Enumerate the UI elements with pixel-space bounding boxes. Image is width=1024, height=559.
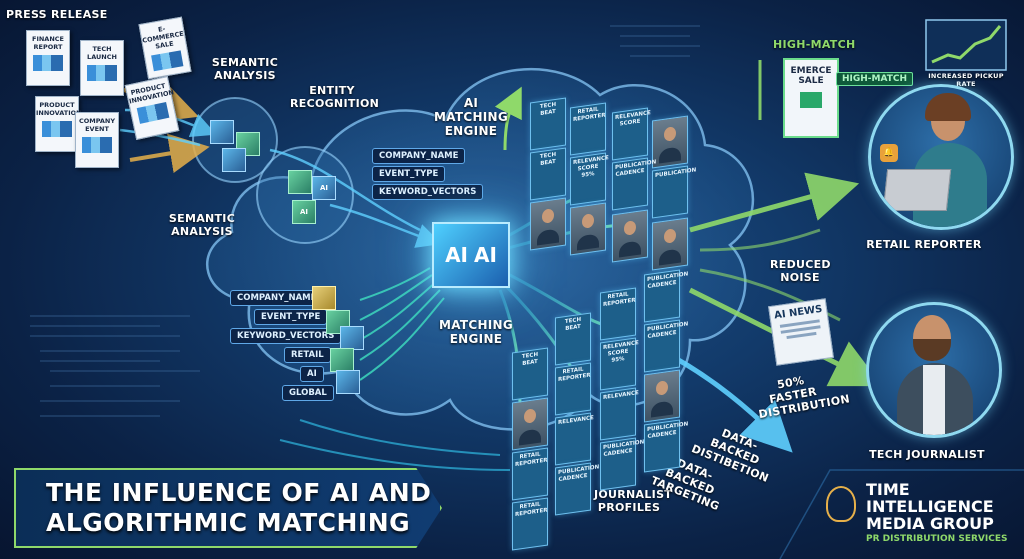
engine-ai-right: AI [474, 243, 497, 267]
journalist-portrait-card [644, 369, 680, 423]
profile-card: PUBLICATION [652, 165, 696, 219]
notification-bell-icon: 🔔 [880, 144, 898, 162]
doc-ecommerce-sale: E-COMMERCE SALE [138, 16, 192, 80]
tag-event-type: EVENT_TYPE [254, 309, 328, 325]
emerce-sale-card: EMERCE SALE [783, 58, 839, 138]
tag-global: GLOBAL [282, 385, 334, 401]
laptop-icon [882, 169, 952, 211]
sale-card-line2: SALE [798, 76, 824, 86]
logo-line2: INTELLIGENCE [866, 497, 994, 516]
high-match-top-label: HIGH-MATCH [773, 38, 856, 51]
profile-card: RELEVANCE [600, 387, 639, 441]
doc-finance-report: FINANCE REPORT [26, 30, 70, 86]
profile-card: TECH BEAT [530, 147, 566, 201]
lightbulb-icon [826, 486, 856, 522]
profile-card: RETAIL REPORTER [512, 497, 548, 551]
data-cube [222, 148, 246, 172]
pickup-rate-label: INCREASED PICKUP RATE [928, 72, 1004, 88]
profile-card: RETAIL REPORTER [555, 362, 591, 416]
journalist-portrait-card [570, 202, 606, 256]
journalist-portrait-card [652, 217, 688, 271]
profile-card: TECH BEAT [530, 97, 566, 151]
label-journalist-profiles: JOURNALIST PROFILES [594, 488, 673, 514]
profile-card: PUBLICATION CADENCE [644, 269, 688, 323]
tag-keyword-vectors: KEYWORD_VECTORS [230, 328, 342, 344]
logo-line3: MEDIA GROUP [866, 514, 994, 533]
journalist-portrait-card [652, 115, 688, 169]
sale-card-line1: EMERCE [790, 66, 832, 76]
tag-company-name: COMPANY_NAME [230, 290, 324, 306]
title-line-2: ALGORITHMIC MATCHING [46, 508, 411, 537]
journalist-portrait-card [612, 209, 648, 263]
data-cube [330, 348, 354, 372]
press-release-heading: PRESS RELEASE [6, 8, 108, 21]
cart-icon [800, 92, 822, 108]
doc-company-event: COMPANY EVENT [75, 112, 119, 168]
profile-card: TECH BEAT [555, 312, 591, 366]
profile-card: PUBLICATION CADENCE [644, 319, 688, 373]
label-tech-journalist: TECH JOURNALIST [869, 448, 985, 461]
doc-tech-launch: TECH LAUNCH [80, 40, 124, 96]
label-reduced-noise: REDUCED NOISE [770, 258, 831, 284]
data-cube [340, 326, 364, 350]
data-cube-ai: AI [292, 200, 316, 224]
profile-card: TECH BEAT [512, 347, 548, 401]
label-retail-reporter: RETAIL REPORTER [866, 238, 982, 251]
profile-card: RELEVANCE SCORE 95% [570, 152, 609, 206]
ai-engine-cube: AI AI [432, 222, 510, 288]
data-cube-ai: AI [312, 176, 336, 200]
data-cube [210, 120, 234, 144]
profile-card: RELEVANCE [555, 412, 594, 466]
label-semantic-analysis-top: SEMANTIC ANALYSIS [211, 56, 279, 82]
journalist-portrait-card [530, 197, 566, 251]
data-cube [288, 170, 312, 194]
journalist-shirt [923, 365, 945, 435]
data-cube [312, 286, 336, 310]
label-ai-matching-engine: AI MATCHING ENGINE [433, 96, 509, 138]
data-cube [336, 370, 360, 394]
profile-card: PUBLICATION CADENCE [612, 157, 656, 211]
ai-news-card: AI NEWS [768, 298, 834, 366]
tech-journalist-avatar [866, 302, 1002, 438]
journalist-beard [913, 339, 951, 361]
tag-keyword-vectors-upper: KEYWORD_VECTORS [372, 184, 484, 200]
tag-company-name-upper: COMPANY_NAME [372, 148, 466, 164]
doc-product-innovation-1: PRODUCT INNOVATION [35, 96, 82, 152]
title-line-1: THE INFLUENCE OF AI AND [46, 478, 432, 507]
reporter-hair [925, 93, 971, 121]
engine-ai-left: AI [445, 243, 468, 267]
profile-card: PUBLICATION CADENCE [644, 419, 688, 473]
tag-ai: AI [300, 366, 324, 382]
high-match-badge: HIGH-MATCH [836, 72, 914, 86]
profile-card: PUBLICATION CADENCE [600, 437, 644, 491]
profile-card: RELEVANCE SCORE 95% [600, 337, 639, 391]
label-entity-recognition: ENTITY RECOGNITION [290, 84, 380, 110]
profile-card: RETAIL REPORTER [512, 447, 548, 501]
tag-event-type-upper: EVENT_TYPE [372, 166, 446, 182]
logo-line4: PR DISTRIBUTION SERVICES [866, 534, 1008, 544]
profile-card: RELEVANCE SCORE [612, 107, 651, 161]
profile-card: RETAIL REPORTER [600, 287, 636, 341]
label-matching-engine: MATCHING ENGINE [438, 318, 514, 346]
tag-retail: RETAIL [284, 347, 331, 363]
logo-line1: TIME [866, 480, 910, 499]
journalist-portrait-card [512, 397, 548, 451]
title-banner: THE INFLUENCE OF AI AND ALGORITHMIC MATC… [14, 468, 442, 548]
profile-card: PUBLICATION CADENCE [555, 462, 599, 516]
label-semantic-analysis-mid: SEMANTIC ANALYSIS [168, 212, 236, 238]
profile-card: RETAIL REPORTER [570, 102, 606, 156]
